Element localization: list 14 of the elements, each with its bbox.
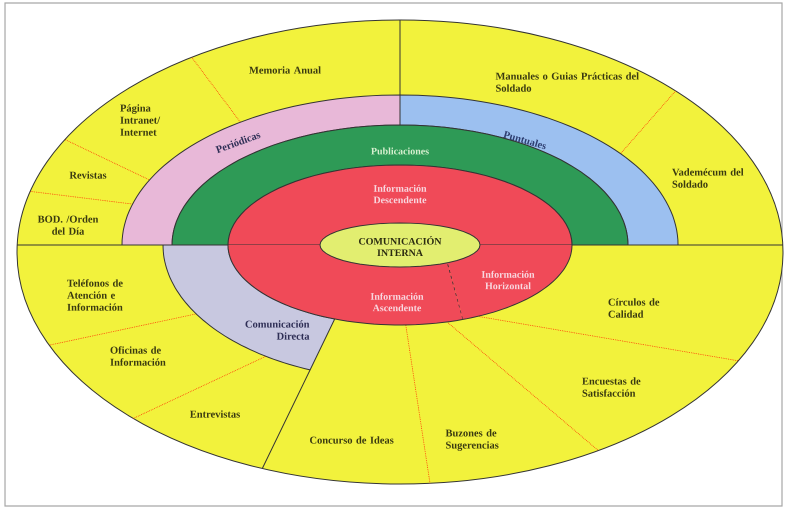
sector-label: Encuestas de Satisfacción — [582, 377, 640, 397]
sector-label: Revistas — [70, 171, 106, 179]
sector-label: Memoria Anual — [249, 66, 321, 74]
sector-label: Teléfonos de Atención e Información — [67, 279, 123, 311]
node-label: Información Horizontal — [482, 270, 534, 290]
ring-segment: Información Horizontal — [443, 244, 572, 320]
sector-label: BOD. /Orden del Día — [38, 215, 98, 235]
node-label: Información Ascendente — [370, 292, 424, 312]
sector-label: Círculos de Calidad — [608, 298, 660, 318]
sector-label: Concurso de Ideas — [310, 436, 394, 444]
sector-label: Buzones de Sugerencias — [446, 429, 499, 451]
sector-label: Entrevistas — [190, 410, 240, 418]
sector-label: Manuales o Guias Prácticas del Soldado — [496, 72, 639, 92]
sector-label: Página Intranet/ Internet — [120, 104, 160, 136]
